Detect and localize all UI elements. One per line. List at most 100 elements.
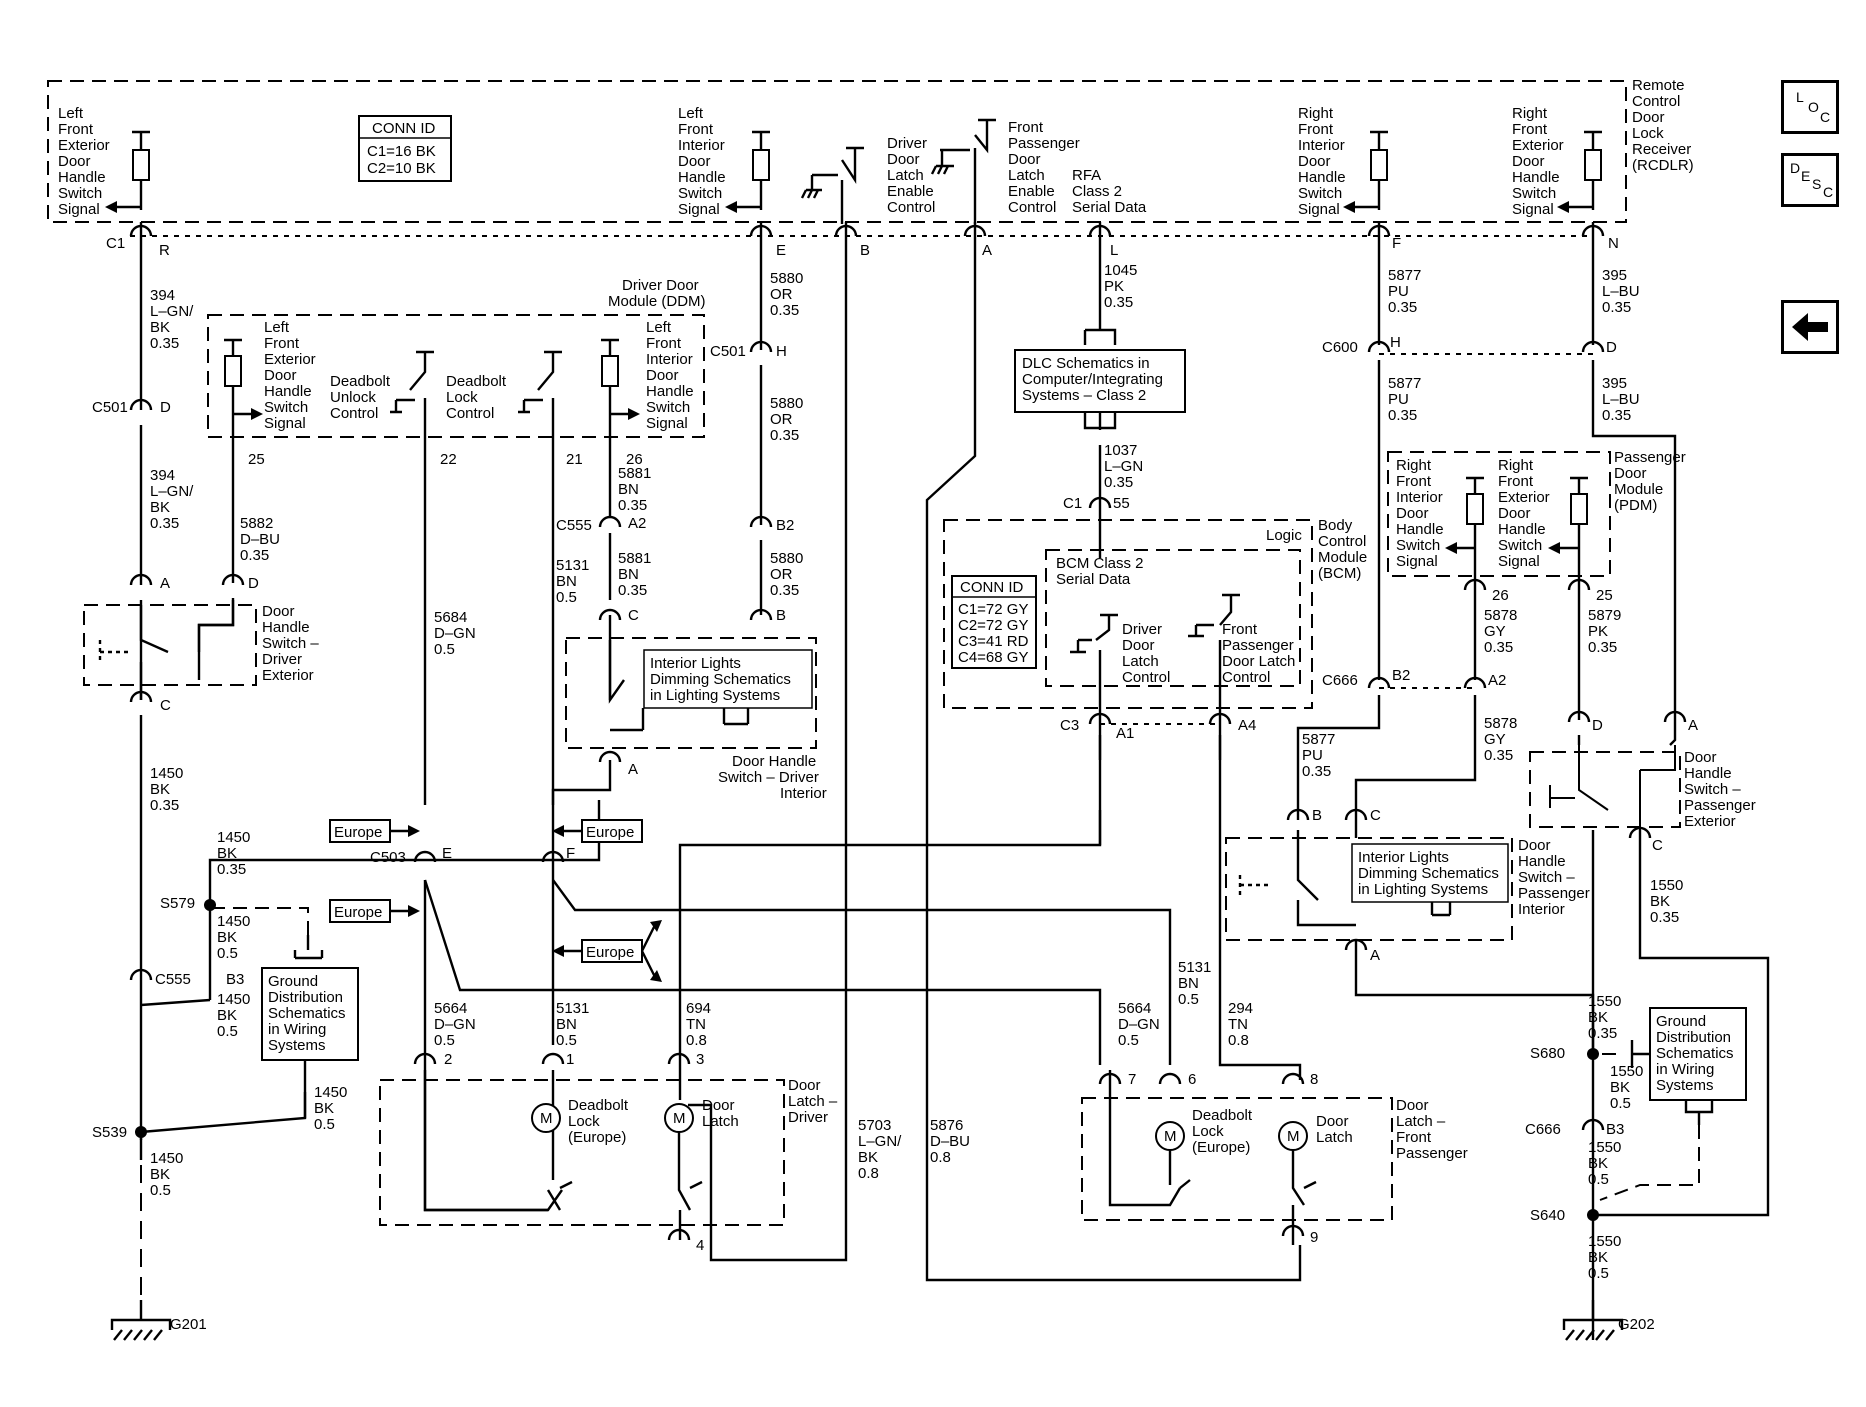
svg-text:1450: 1450 <box>314 1084 347 1101</box>
svg-text:0.35: 0.35 <box>618 497 647 514</box>
svg-text:0.5: 0.5 <box>1178 991 1199 1008</box>
svg-text:Driver: Driver <box>788 1109 828 1126</box>
svg-text:B3: B3 <box>226 971 244 988</box>
svg-text:0.5: 0.5 <box>150 1182 171 1199</box>
svg-text:A: A <box>982 242 992 259</box>
svg-text:Door: Door <box>788 1077 821 1094</box>
svg-text:Latch: Latch <box>1008 167 1045 184</box>
svg-text:BN: BN <box>618 481 639 498</box>
svg-text:C1: C1 <box>1063 495 1082 512</box>
svg-text:Passenger: Passenger <box>1614 449 1686 466</box>
svg-text:S680: S680 <box>1530 1045 1565 1062</box>
svg-text:A2: A2 <box>628 515 646 532</box>
svg-text:Switch: Switch <box>1298 185 1342 202</box>
svg-text:C503: C503 <box>370 849 406 866</box>
svg-text:Latch: Latch <box>887 167 924 184</box>
svg-text:OR: OR <box>770 286 793 303</box>
svg-text:D–GN: D–GN <box>434 625 476 642</box>
svg-text:L: L <box>1110 242 1118 259</box>
svg-text:BK: BK <box>217 929 237 946</box>
svg-text:Handle: Handle <box>1396 521 1444 538</box>
svg-text:Control: Control <box>1632 93 1680 110</box>
svg-text:294: 294 <box>1228 1000 1253 1017</box>
svg-text:Front: Front <box>1512 121 1548 138</box>
svg-text:C3: C3 <box>1060 717 1079 734</box>
dhs-pass-ext-switch <box>1549 745 1676 830</box>
svg-text:0.35: 0.35 <box>1484 747 1513 764</box>
svg-text:C501: C501 <box>710 343 746 360</box>
dhs-pass-int-switch <box>1238 830 1452 927</box>
svg-text:PK: PK <box>1104 278 1124 295</box>
svg-text:Signal: Signal <box>646 415 688 432</box>
svg-text:Switch: Switch <box>646 399 690 416</box>
svg-text:(Europe): (Europe) <box>1192 1139 1250 1156</box>
svg-text:TN: TN <box>1228 1016 1248 1033</box>
interior-lights-right-label: Interior Lights Dimming Schematics in Li… <box>1358 849 1499 898</box>
svg-text:Door: Door <box>58 153 91 170</box>
svg-text:Front: Front <box>1008 119 1044 136</box>
driver-door-latch-motor: M <box>664 1103 694 1133</box>
pdm-outline <box>1387 451 1611 577</box>
svg-text:S640: S640 <box>1530 1207 1565 1224</box>
svg-text:Serial Data: Serial Data <box>1056 571 1131 588</box>
svg-text:PU: PU <box>1388 283 1409 300</box>
svg-text:Europe: Europe <box>334 904 382 921</box>
svg-text:Front: Front <box>1498 473 1534 490</box>
dhs-driver-int-outline <box>565 637 817 749</box>
svg-text:S579: S579 <box>160 895 195 912</box>
svg-text:Passenger: Passenger <box>1008 135 1080 152</box>
svg-text:C2=72 GY: C2=72 GY <box>958 617 1028 634</box>
svg-text:Unlock: Unlock <box>330 389 376 406</box>
svg-text:B: B <box>860 242 870 259</box>
svg-text:C501: C501 <box>92 399 128 416</box>
back-button[interactable] <box>1781 300 1839 354</box>
svg-text:1450: 1450 <box>217 913 250 930</box>
svg-text:Right: Right <box>1512 105 1548 122</box>
svg-text:A: A <box>1688 717 1698 734</box>
svg-text:L–GN/: L–GN/ <box>150 483 194 500</box>
svg-text:Door: Door <box>1316 1113 1349 1130</box>
loc-letter-c: C <box>1820 109 1831 125</box>
loc-button[interactable]: L O C <box>1781 80 1839 134</box>
svg-text:Computer/Integrating: Computer/Integrating <box>1022 371 1163 388</box>
svg-text:BCM Class 2: BCM Class 2 <box>1056 555 1144 572</box>
svg-text:PU: PU <box>1302 747 1323 764</box>
svg-text:Door: Door <box>1008 151 1041 168</box>
svg-text:5664: 5664 <box>434 1000 467 1017</box>
desc-button[interactable]: D E S C <box>1781 153 1839 207</box>
svg-text:1550: 1550 <box>1588 993 1621 1010</box>
svg-text:D: D <box>1592 717 1603 734</box>
svg-text:Door: Door <box>1298 153 1331 170</box>
pdm-pin-labels: 26 25 <box>1492 587 1613 604</box>
svg-text:0.35: 0.35 <box>1602 407 1631 424</box>
svg-text:Control: Control <box>1318 533 1366 550</box>
svg-text:Logic: Logic <box>1266 527 1302 544</box>
svg-text:DLC Schematics in: DLC Schematics in <box>1022 355 1150 372</box>
svg-text:Deadbolt: Deadbolt <box>568 1097 629 1114</box>
interior-lights-left-label: Interior Lights Dimming Schematics in Li… <box>650 655 791 704</box>
svg-text:Europe: Europe <box>586 824 634 841</box>
svg-text:D: D <box>1606 339 1617 356</box>
svg-text:Door: Door <box>887 151 920 168</box>
svg-text:Signal: Signal <box>1298 201 1340 218</box>
svg-text:0.35: 0.35 <box>1388 407 1417 424</box>
svg-text:B3: B3 <box>1606 1121 1624 1138</box>
svg-text:A1: A1 <box>1116 725 1134 742</box>
desc-letter-d: D <box>1790 160 1801 176</box>
svg-text:Switch: Switch <box>264 399 308 416</box>
splice-dots <box>135 899 1599 1221</box>
svg-text:BK: BK <box>217 1007 237 1024</box>
svg-text:6: 6 <box>1188 1071 1196 1088</box>
svg-text:CONN ID: CONN ID <box>372 120 436 137</box>
svg-text:Lock: Lock <box>446 389 478 406</box>
svg-text:Switch –: Switch – <box>1518 869 1575 886</box>
